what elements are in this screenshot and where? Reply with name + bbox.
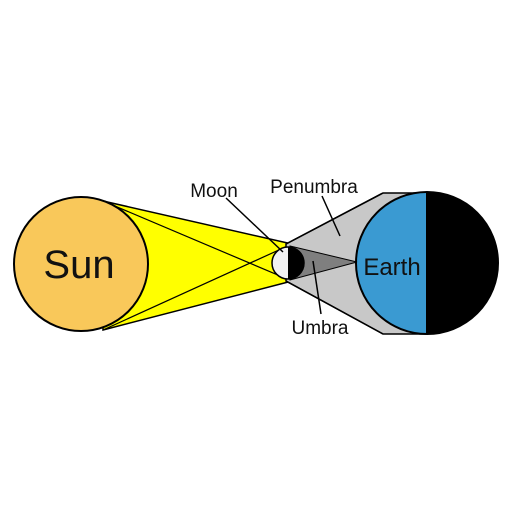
moon-label: Moon <box>190 181 238 202</box>
umbra-pointer <box>312 260 322 315</box>
penumbra-edge-top <box>285 192 384 245</box>
sun-label: Sun <box>43 243 114 287</box>
penumbra-pointer <box>321 195 341 237</box>
moon-pointer <box>225 197 284 253</box>
ray-bottom-to-top <box>102 243 293 331</box>
penumbra-label: Penumbra <box>270 177 358 198</box>
moon-dark-side <box>288 247 304 279</box>
penumbra-edge-bottom <box>285 280 384 335</box>
earth-label: Earth <box>363 254 420 281</box>
earth-night-side <box>427 192 498 334</box>
sun <box>13 196 149 332</box>
umbra-label: Umbra <box>291 318 348 339</box>
ray-top-to-bottom <box>102 200 293 282</box>
